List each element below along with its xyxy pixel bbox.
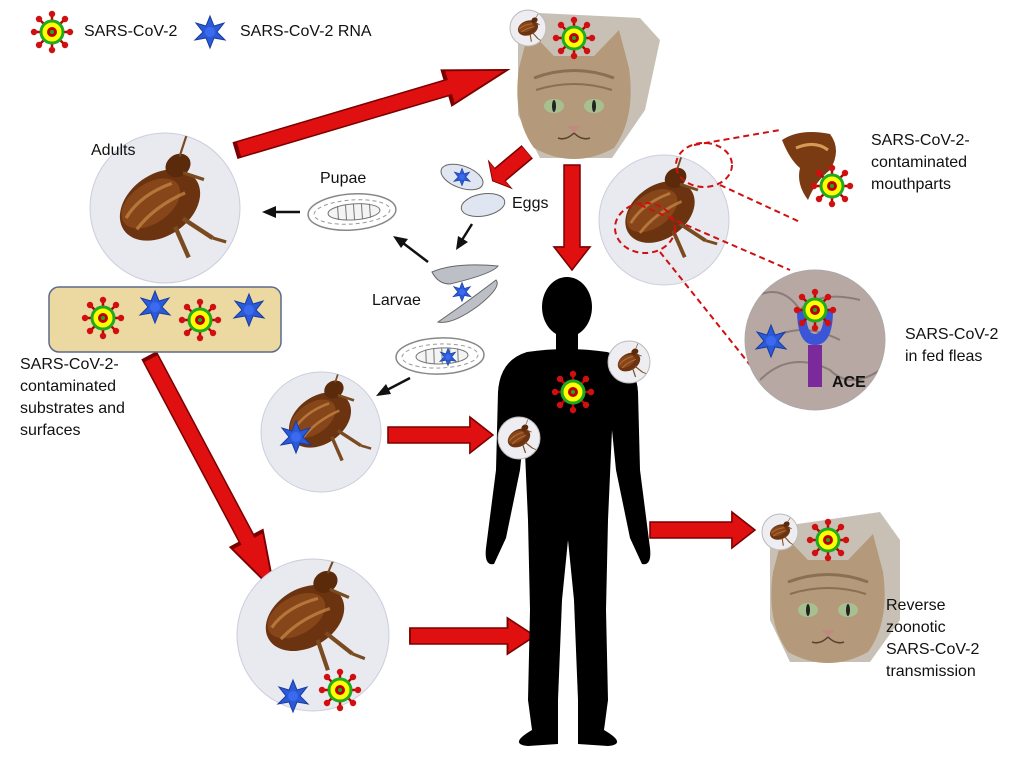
arrow-adults-to-cat bbox=[232, 53, 513, 168]
zoom-flea-circle bbox=[598, 129, 801, 391]
life-cycle-arrows bbox=[262, 206, 474, 396]
pupae bbox=[306, 190, 398, 234]
cat-bottom bbox=[761, 512, 900, 665]
mouthparts-zoom bbox=[782, 132, 855, 209]
arrow-fed-flea-to-human bbox=[387, 416, 494, 454]
reverse-zoonotic-label: Reverse zoonotic SARS-CoV-2 transmission bbox=[886, 597, 980, 680]
arrow-human-to-cat bbox=[649, 511, 756, 549]
arrow-substrates-to-flea bbox=[132, 346, 293, 602]
infected-pupa bbox=[394, 335, 486, 377]
adult-flea-circle bbox=[89, 132, 241, 284]
arrow-cat-to-human bbox=[553, 164, 591, 271]
pupae-label: Pupae bbox=[320, 170, 367, 187]
sars-cov-2-legend-icon bbox=[29, 9, 75, 55]
arrow-bottom-flea-to-human bbox=[409, 617, 536, 655]
ace-label: ACE bbox=[832, 374, 866, 391]
cat-top bbox=[509, 9, 660, 161]
larvae-label: Larvae bbox=[372, 292, 421, 309]
eggs-label: Eggs bbox=[512, 195, 549, 212]
infected-flea-circle bbox=[260, 371, 382, 493]
adults-label: Adults bbox=[91, 142, 136, 159]
flea-inset-shoulder bbox=[607, 340, 654, 385]
substrates-label: SARS-CoV-2- contaminated substrates and … bbox=[20, 356, 125, 439]
eggs bbox=[440, 163, 506, 217]
contaminated-substrate bbox=[48, 286, 282, 353]
flea-inset-arm bbox=[497, 416, 544, 461]
rna-legend-icon bbox=[194, 15, 226, 49]
mouthparts-label: SARS-CoV-2- contaminated mouthparts bbox=[871, 132, 970, 193]
ace-zoom-circle bbox=[744, 269, 886, 411]
bottom-flea-circle bbox=[236, 558, 390, 713]
legend-rna-label: SARS-CoV-2 RNA bbox=[240, 23, 372, 40]
fed-fleas-label: SARS-CoV-2 in fed fleas bbox=[905, 326, 999, 365]
larvae bbox=[431, 264, 499, 323]
arrow-cat-to-eggs bbox=[480, 137, 540, 196]
legend-virus-label: SARS-CoV-2 bbox=[84, 23, 178, 40]
